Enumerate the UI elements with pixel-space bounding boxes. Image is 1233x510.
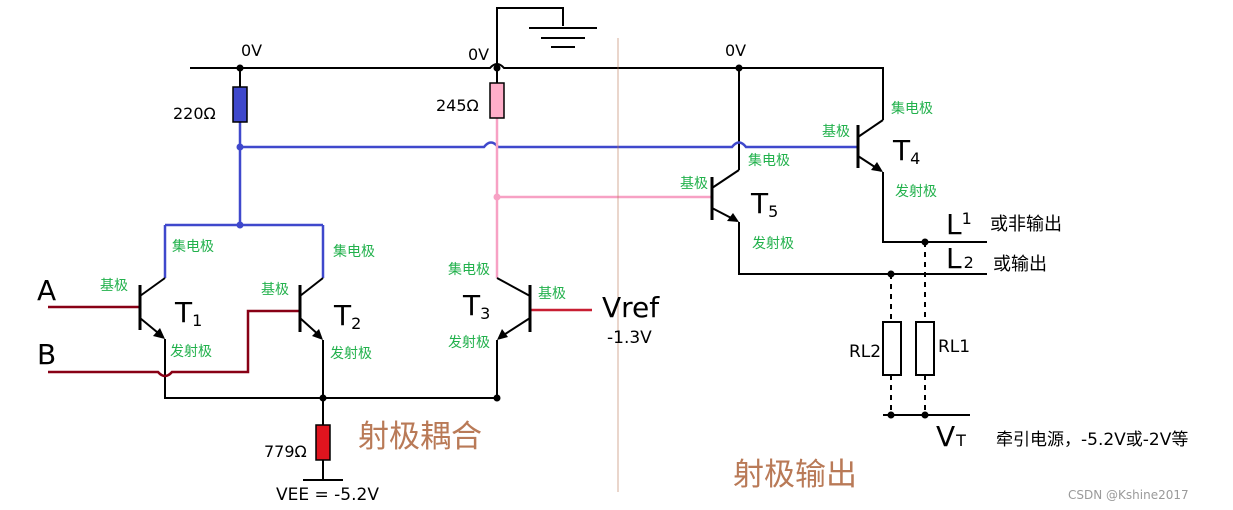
- ground-symbol: [529, 27, 597, 48]
- resistor-220-body: [232, 86, 248, 123]
- junction-dots: [236, 64, 929, 419]
- transistor-t5-label: T5: [750, 187, 778, 221]
- t3-emitter-label: 发射极: [448, 335, 490, 351]
- resistor-779-body: [315, 424, 331, 461]
- t2-base-label: 基极: [261, 281, 289, 298]
- t3-collector-label: 集电极: [448, 261, 490, 278]
- t1-base-label: 基极: [100, 277, 128, 294]
- transistor-t1-label: T1: [174, 296, 202, 330]
- transistor-t4-symbol: [856, 119, 884, 172]
- transistor-t4-label: T4: [892, 134, 920, 168]
- resistor-rl2-label: RL2: [849, 342, 881, 362]
- t5-base-label: 基极: [680, 175, 708, 192]
- t4-emitter-label: 发射极: [895, 184, 937, 200]
- watermark: CSDN @Kshine2017: [1068, 488, 1189, 502]
- vref-value: -1.3V: [607, 328, 652, 348]
- t1-emitter-label: 发射极: [170, 344, 212, 360]
- t5-emitter-label: 发射极: [752, 236, 794, 252]
- resistor-rl2-body: [882, 321, 902, 376]
- t2-emitter-label: 发射极: [330, 346, 372, 362]
- pink-wiring: [495, 118, 712, 278]
- load-dotted-lines: [890, 242, 926, 415]
- blue-wiring: [163, 122, 858, 278]
- transistor-t2-label: T2: [333, 299, 361, 333]
- resistor-rl1-label: RL1: [938, 337, 970, 357]
- vt-desc: 牵引电源，-5.2V或-2V等: [996, 430, 1188, 450]
- input-a-label: A: [37, 274, 56, 307]
- t5-collector-label: 集电极: [748, 152, 790, 169]
- resistor-245-body: [489, 82, 505, 119]
- output-l2-desc: 或输出: [993, 254, 1047, 275]
- resistor-rl1-body: [915, 321, 935, 376]
- output-l1-desc: 或非输出: [990, 214, 1062, 235]
- vt-label: VT: [936, 420, 966, 453]
- resistor-245-label: 245Ω: [436, 96, 479, 115]
- transistor-t1-symbol: [138, 277, 166, 360]
- t3-base-label: 基极: [538, 285, 566, 302]
- rail-label-right-0v: 0V: [725, 41, 746, 60]
- black-wiring: [164, 7, 987, 481]
- t4-collector-label: 集电极: [891, 100, 933, 117]
- transistor-t2-symbol: [298, 277, 324, 340]
- vee-label: VEE = -5.2V: [276, 485, 379, 505]
- input-b-label: B: [37, 338, 56, 371]
- rail-label-left-0v: 0V: [241, 41, 262, 60]
- input-wiring: [48, 305, 300, 378]
- section-label-coupling: 射极耦合: [358, 419, 482, 455]
- output-l1-label: L1: [946, 208, 972, 241]
- t2-collector-label: 集电极: [333, 243, 375, 260]
- t4-base-label: 基极: [822, 123, 850, 140]
- vref-label: Vref: [602, 291, 660, 324]
- rail-label-mid-0v: 0V: [468, 45, 489, 64]
- section-label-output: 射极输出: [733, 457, 857, 493]
- t1-collector-label: 集电极: [172, 238, 214, 255]
- resistor-220-label: 220Ω: [173, 104, 216, 123]
- transistor-t5-symbol: [710, 169, 740, 222]
- transistor-t3-symbol: [496, 277, 532, 340]
- resistor-779-label: 779Ω: [264, 442, 307, 461]
- transistor-t3-label: T3: [462, 289, 490, 323]
